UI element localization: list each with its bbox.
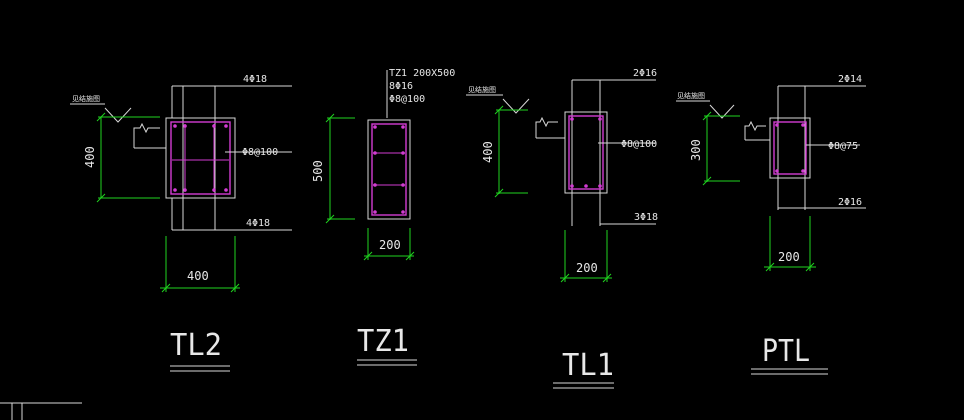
tl2-title: TL2 xyxy=(170,328,222,363)
ptl-title: PTL xyxy=(762,334,810,369)
tz1-note-line1: TZ1 200X500 xyxy=(389,68,455,79)
tz1-height-dim: 500 xyxy=(311,160,325,182)
tz1-stirrup xyxy=(371,123,407,216)
tl2-bottom-bars-label: 4Φ18 xyxy=(246,218,270,229)
tl1-height-dim: 400 xyxy=(481,141,495,163)
tl1-width-dim: 200 xyxy=(576,261,598,275)
tz1-note-line3: Φ8@100 xyxy=(389,94,425,105)
corner-frame xyxy=(0,402,82,420)
ptl-level-label: 见结施图 xyxy=(677,91,705,100)
tz1-note-line2: 8Φ16 xyxy=(389,81,413,92)
ptl-stirrup xyxy=(773,121,807,175)
ptl-stirrup-label: Φ8@75 xyxy=(828,141,858,152)
tl2-stirrup xyxy=(170,121,231,195)
ptl-height-dim: 300 xyxy=(689,139,703,161)
tl1-title: TL1 xyxy=(562,348,614,383)
ptl-width-dim: 200 xyxy=(778,250,800,264)
ptl-detail xyxy=(676,85,866,375)
tl2-level-label: 见结施图 xyxy=(72,94,100,103)
ptl-section-outline xyxy=(769,117,811,179)
tl1-level-label: 见结施图 xyxy=(468,85,496,94)
tl1-stirrup-label: Φ8@100 xyxy=(621,139,657,150)
tz1-title: TZ1 xyxy=(357,324,409,359)
tl2-top-bars-label: 4Φ18 xyxy=(243,74,267,85)
tl1-bottom-bars-label: 3Φ18 xyxy=(634,212,658,223)
ptl-top-bars-label: 2Φ14 xyxy=(838,74,862,85)
tl1-section-outline xyxy=(564,111,608,194)
tz1-width-dim: 200 xyxy=(379,238,401,252)
tz1-section-outline xyxy=(367,119,411,220)
tl1-top-bars-label: 2Φ16 xyxy=(633,68,657,79)
tl1-stirrup xyxy=(568,115,604,190)
tz1-detail xyxy=(325,70,417,366)
tl1-detail xyxy=(466,79,656,389)
tl2-width-dim: 400 xyxy=(187,269,209,283)
ptl-bottom-bars-label: 2Φ16 xyxy=(838,197,862,208)
tl2-section-outline xyxy=(165,117,236,199)
tl2-detail xyxy=(70,85,292,372)
tl2-height-dim: 400 xyxy=(83,146,97,168)
tl2-stirrup-label: Φ8@100 xyxy=(242,147,278,158)
